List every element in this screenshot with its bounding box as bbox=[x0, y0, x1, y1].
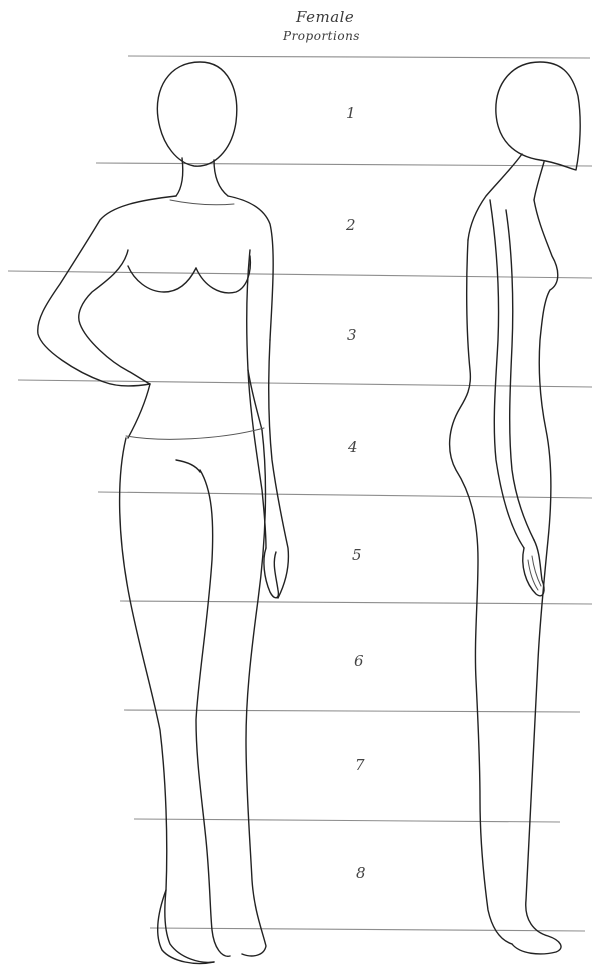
title-line-2: Proportions bbox=[283, 29, 360, 43]
guide-line-3 bbox=[18, 380, 592, 387]
guide-line-1 bbox=[96, 163, 592, 166]
guide-line-8 bbox=[150, 928, 585, 931]
front-right-arm-inner bbox=[247, 250, 266, 548]
side-front-neck bbox=[534, 162, 544, 200]
segment-label-1: 1 bbox=[346, 104, 356, 122]
segment-label-4: 4 bbox=[348, 438, 358, 456]
segment-label-5: 5 bbox=[352, 546, 362, 564]
guide-lines bbox=[8, 56, 592, 931]
side-front bbox=[512, 200, 561, 954]
guide-line-5 bbox=[120, 601, 592, 604]
front-collar-line bbox=[170, 200, 234, 205]
front-crotch bbox=[176, 460, 200, 472]
front-right-arm-outer bbox=[269, 340, 289, 598]
guide-line-2 bbox=[8, 271, 592, 278]
side-arm-back bbox=[490, 200, 524, 548]
side-view-figure bbox=[450, 62, 581, 954]
guide-line-0 bbox=[128, 56, 590, 58]
front-bust-left bbox=[128, 266, 196, 292]
side-head bbox=[496, 62, 580, 170]
front-left-inner-arm bbox=[79, 250, 150, 384]
front-waist-line bbox=[126, 428, 264, 439]
side-arm-front bbox=[506, 210, 534, 540]
side-hand bbox=[523, 540, 544, 596]
front-torso-left bbox=[128, 384, 150, 438]
side-back-neck bbox=[468, 154, 522, 240]
segment-label-2: 2 bbox=[346, 216, 356, 234]
front-head bbox=[157, 62, 236, 166]
front-right-leg-outer bbox=[242, 430, 266, 956]
segment-label-3: 3 bbox=[347, 326, 357, 344]
side-back bbox=[450, 240, 512, 944]
front-bust-right bbox=[196, 256, 250, 293]
front-left-leg-inner bbox=[196, 470, 230, 956]
front-neck-right bbox=[214, 160, 228, 196]
segment-label-7: 7 bbox=[355, 756, 365, 774]
segment-label-6: 6 bbox=[354, 652, 364, 670]
front-view-figure bbox=[38, 62, 289, 964]
front-left-leg-outer bbox=[120, 438, 214, 962]
guide-line-7 bbox=[134, 819, 560, 822]
title-line-1: Female bbox=[296, 8, 354, 26]
front-right-hand bbox=[264, 548, 278, 598]
segment-label-8: 8 bbox=[356, 864, 366, 882]
guide-line-6 bbox=[124, 710, 580, 712]
